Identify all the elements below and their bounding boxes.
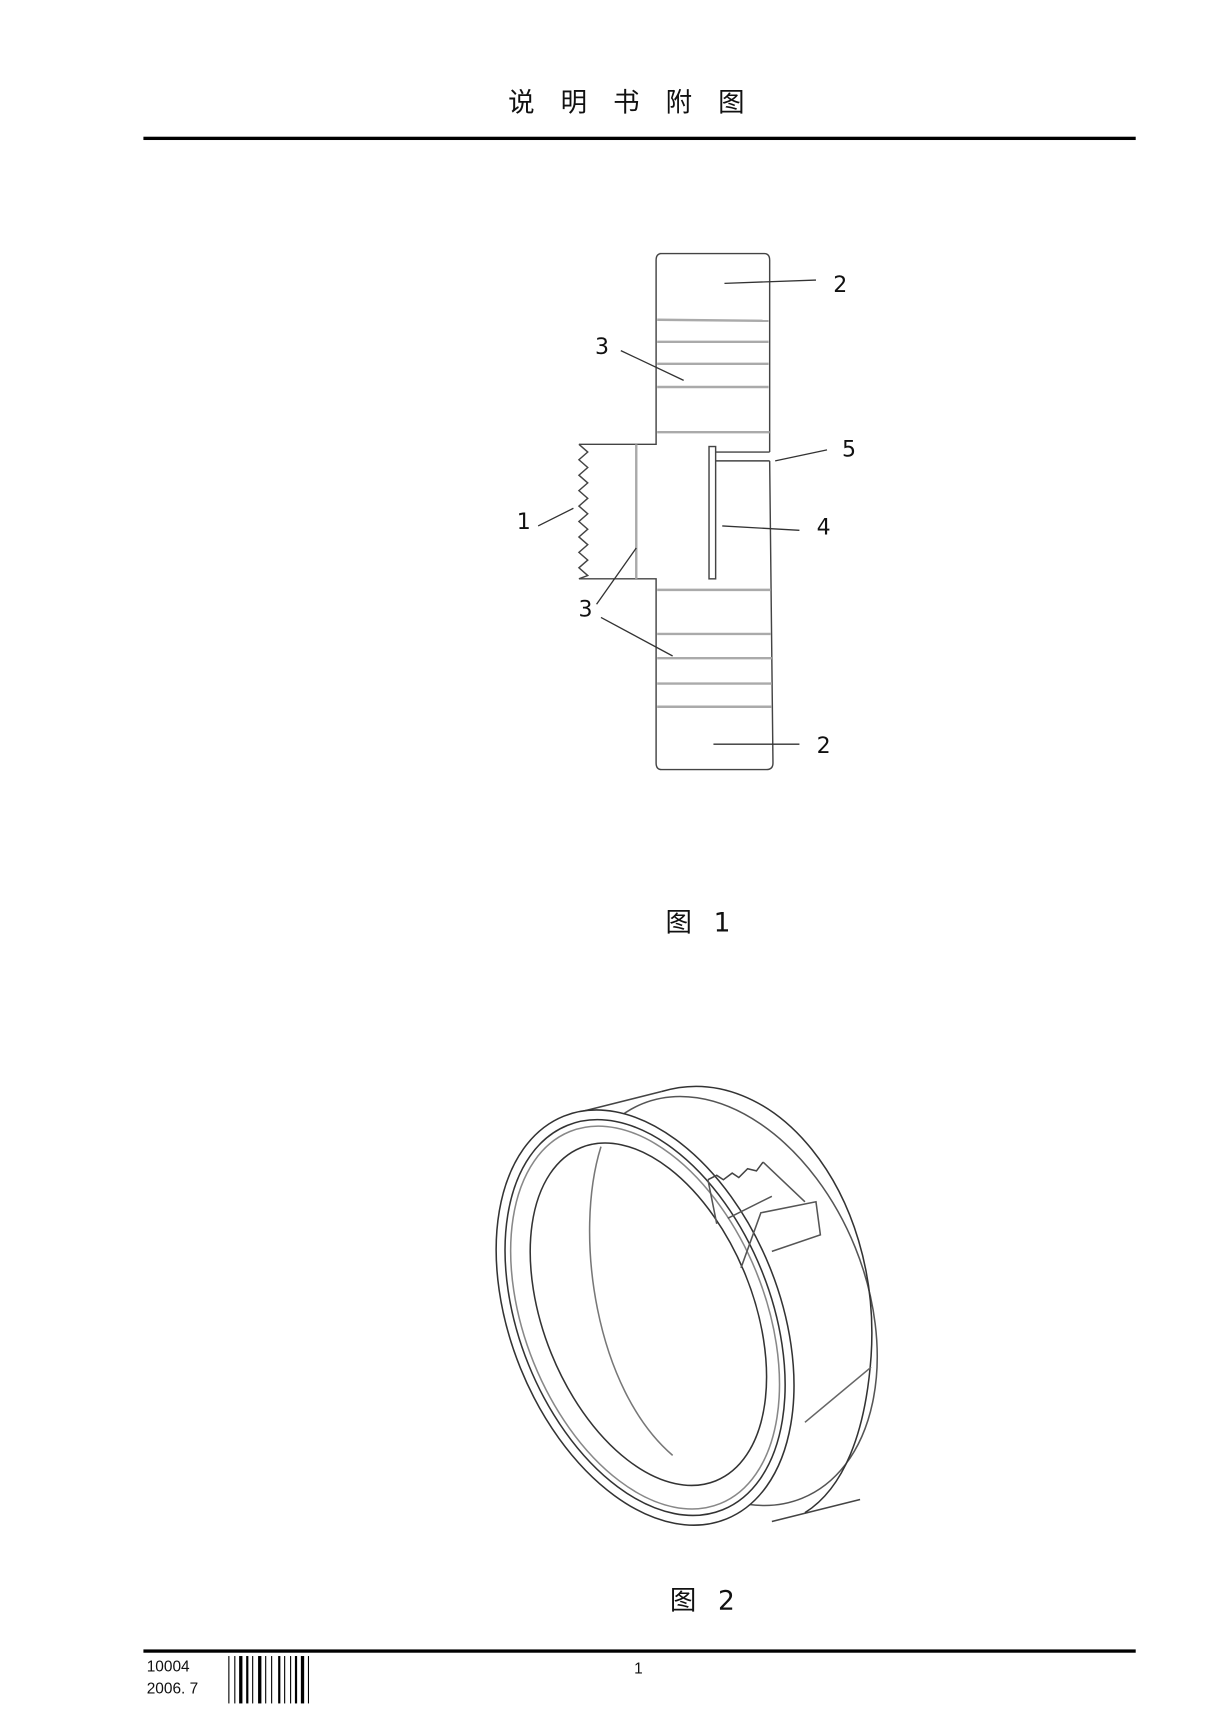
figure-2-ring-drawing bbox=[495, 1085, 878, 1526]
form-code: 10004 bbox=[147, 1658, 190, 1675]
grooves-bottom bbox=[657, 588, 772, 708]
footer-rule bbox=[143, 1649, 1136, 1653]
barcode-bar bbox=[234, 1656, 236, 1704]
label-2-bottom: 2 bbox=[817, 734, 831, 759]
barcode-bar bbox=[228, 1656, 230, 1704]
figure-2-caption: 图 2 bbox=[670, 1586, 742, 1617]
barcode-bar bbox=[252, 1656, 254, 1704]
barcode-bar bbox=[246, 1656, 249, 1704]
barcode-bar bbox=[265, 1656, 267, 1704]
page-number: 1 bbox=[634, 1661, 643, 1678]
barcode-bar bbox=[307, 1656, 310, 1704]
barcode-bar bbox=[271, 1656, 273, 1704]
header-rule bbox=[143, 136, 1136, 141]
page-title: 说 明 书 附 图 bbox=[508, 87, 753, 118]
grooves-top bbox=[657, 318, 770, 434]
barcode-bar bbox=[278, 1656, 281, 1704]
label-3-top: 3 bbox=[595, 335, 609, 360]
figure-1-drawing: 2 3 5 1 4 3 2 bbox=[517, 252, 856, 771]
label-2-top: 2 bbox=[833, 273, 847, 298]
label-4: 4 bbox=[817, 516, 831, 541]
figure-1-caption: 图 1 bbox=[666, 908, 738, 939]
barcode-bar bbox=[294, 1656, 298, 1704]
label-1: 1 bbox=[517, 510, 531, 535]
label-5: 5 bbox=[842, 437, 856, 462]
barcode-bar bbox=[290, 1656, 292, 1704]
barcode-bar bbox=[258, 1656, 262, 1704]
part-4-strip bbox=[708, 445, 717, 580]
barcode-bar bbox=[239, 1656, 243, 1704]
barcode-bar bbox=[284, 1656, 286, 1704]
form-date: 2006. 7 bbox=[147, 1681, 198, 1698]
barcode-bar bbox=[300, 1656, 305, 1704]
serrated-edge bbox=[577, 443, 590, 580]
label-3-bottom: 3 bbox=[579, 597, 593, 622]
barcode bbox=[228, 1656, 310, 1704]
